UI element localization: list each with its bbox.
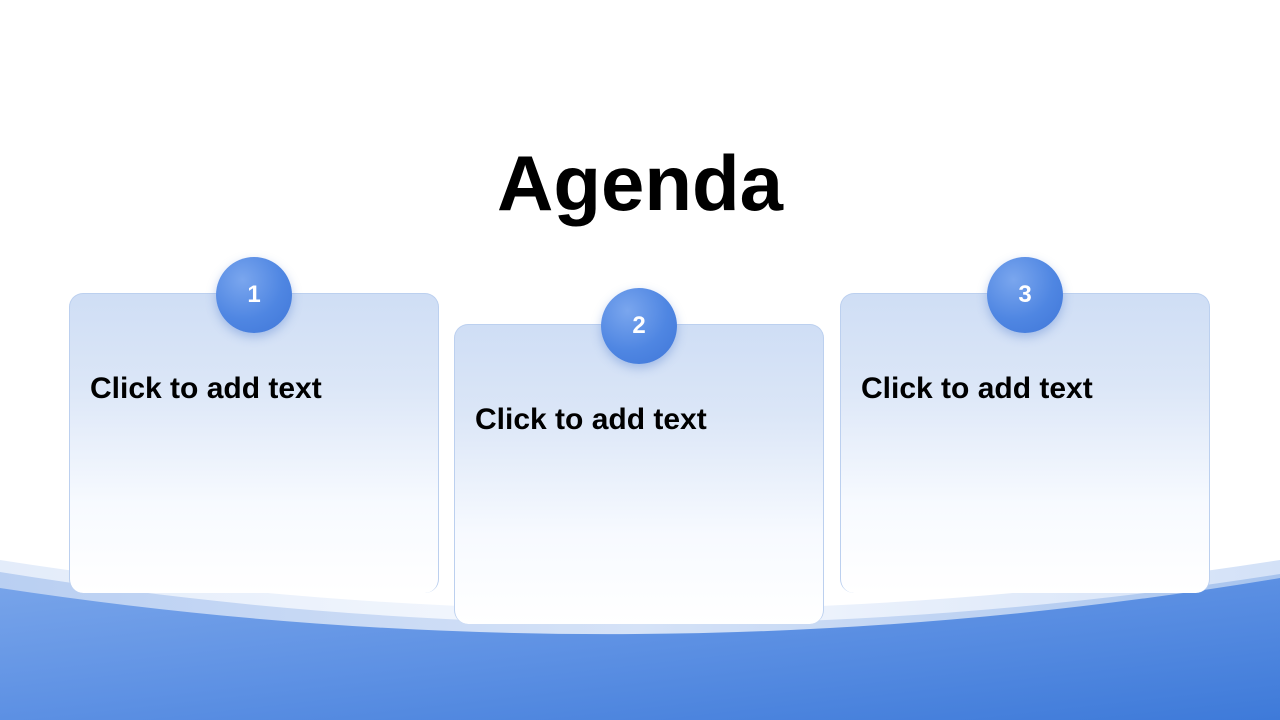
agenda-card-1[interactable]: Click to add text bbox=[69, 293, 439, 593]
wave-dark-band bbox=[0, 578, 1280, 720]
agenda-number-badge-3: 3 bbox=[987, 257, 1063, 333]
agenda-card-3-text[interactable]: Click to add text bbox=[861, 372, 1093, 405]
agenda-card-2[interactable]: Click to add text bbox=[454, 324, 824, 624]
agenda-card-3[interactable]: Click to add text bbox=[840, 293, 1210, 593]
agenda-number-badge-1: 1 bbox=[216, 257, 292, 333]
page-title[interactable]: Agenda bbox=[496, 139, 784, 227]
agenda-number-badge-2: 2 bbox=[601, 288, 677, 364]
agenda-card-1-text[interactable]: Click to add text bbox=[90, 372, 322, 405]
agenda-card-2-text[interactable]: Click to add text bbox=[475, 403, 707, 436]
